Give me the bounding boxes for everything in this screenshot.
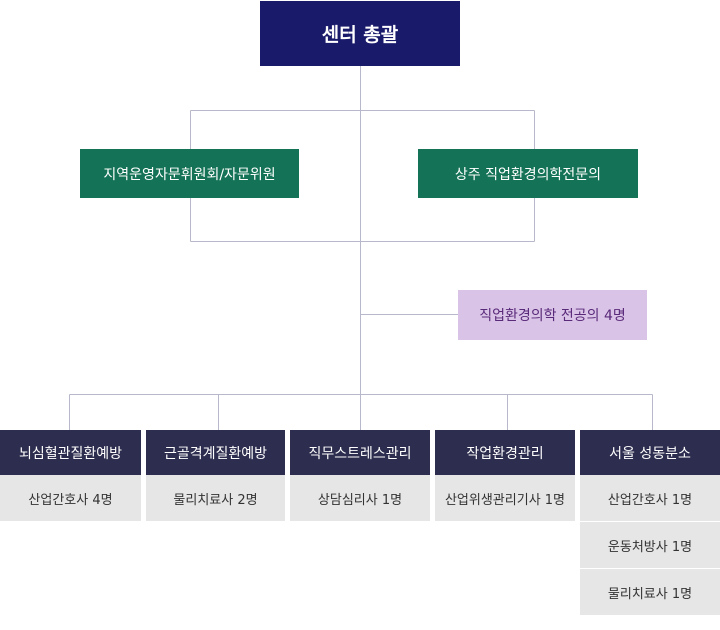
- dept-environment-box: 작업환경관리: [435, 430, 575, 475]
- resident-specialist-box: 상주 직업환경의학전문의: [418, 149, 638, 198]
- staff-label: 상담심리사 1명: [317, 492, 403, 508]
- staff-label: 운동처방사 1명: [607, 539, 693, 555]
- dept-cardio-label: 뇌심혈관질환예방: [18, 445, 123, 462]
- dept-seongdong-staff-1: 운동처방사 1명: [580, 522, 720, 568]
- dept-cardio-staff-0: 산업간호사 4명: [0, 475, 141, 521]
- staff-label: 산업간호사 1명: [607, 492, 693, 508]
- dept-seongdong-label: 서울 성동분소: [609, 445, 691, 462]
- dept-environment-staff-0: 산업위생관리기사 1명: [435, 475, 575, 521]
- dept-seongdong-staff-2: 물리치료사 1명: [580, 569, 720, 615]
- dept-stress-box: 직무스트레스관리: [290, 430, 430, 475]
- dept-stress-staff-0: 상담심리사 1명: [290, 475, 430, 521]
- residents-box: 직업환경의학 전공의 4명: [458, 290, 647, 340]
- resident-specialist-label: 상주 직업환경의학전문의: [454, 166, 602, 183]
- advisory-committee-label: 지역운영자문휘원회/자문위원: [103, 166, 276, 183]
- staff-label: 산업간호사 4명: [28, 492, 113, 508]
- dept-musculoskeletal-box: 근골격계질환예방: [146, 430, 285, 475]
- dept-cardio-box: 뇌심혈관질환예방: [0, 430, 141, 475]
- staff-label: 물리치료사 2명: [173, 492, 258, 508]
- center-director-label: 센터 총괄: [321, 24, 399, 46]
- residents-label: 직업환경의학 전공의 4명: [479, 308, 626, 324]
- staff-label: 물리치료사 1명: [607, 586, 693, 602]
- staff-label: 산업위생관리기사 1명: [444, 492, 566, 508]
- center-director-box: 센터 총괄: [260, 1, 460, 66]
- dept-environment-label: 작업환경관리: [466, 445, 544, 462]
- advisory-committee-box: 지역운영자문휘원회/자문위원: [80, 149, 299, 198]
- dept-seongdong-staff-0: 산업간호사 1명: [580, 475, 720, 521]
- dept-seongdong-box: 서울 성동분소: [580, 430, 720, 475]
- dept-musculoskeletal-label: 근골격계질환예방: [163, 445, 268, 462]
- dept-musculoskeletal-staff-0: 물리치료사 2명: [146, 475, 285, 521]
- dept-stress-label: 직무스트레스관리: [308, 445, 412, 462]
